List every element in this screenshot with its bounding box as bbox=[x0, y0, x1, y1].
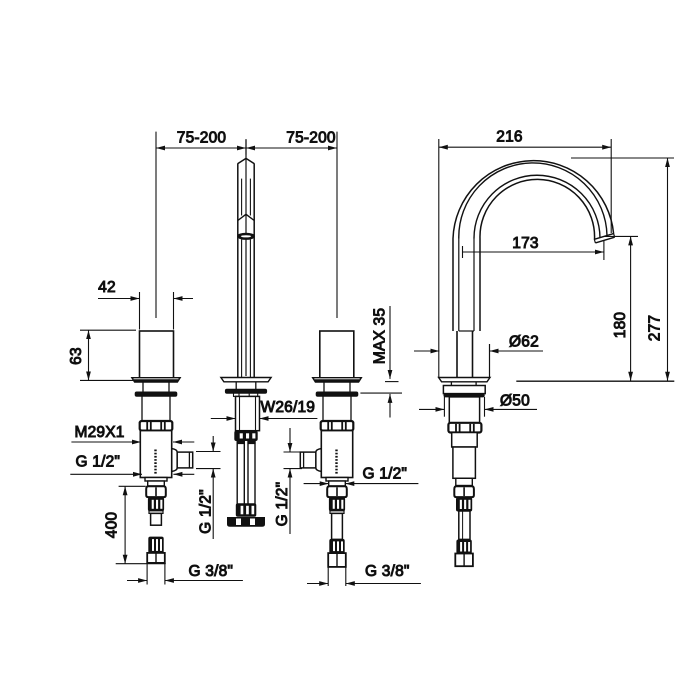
svg-text:W26/19: W26/19 bbox=[261, 399, 316, 416]
svg-text:G 3/8": G 3/8" bbox=[189, 563, 234, 580]
svg-text:277: 277 bbox=[647, 315, 664, 341]
svg-text:173: 173 bbox=[512, 235, 538, 252]
svg-text:42: 42 bbox=[98, 279, 116, 296]
svg-text:Ø50: Ø50 bbox=[500, 393, 530, 410]
svg-text:MAX 35: MAX 35 bbox=[372, 308, 389, 364]
svg-text:75-200: 75-200 bbox=[286, 130, 336, 147]
svg-text:G 1/2": G 1/2" bbox=[76, 454, 121, 471]
svg-text:180: 180 bbox=[612, 312, 629, 339]
svg-text:M29X1: M29X1 bbox=[75, 424, 125, 441]
svg-text:400: 400 bbox=[104, 512, 121, 539]
svg-text:G 3/8": G 3/8" bbox=[365, 563, 410, 580]
svg-text:Ø62: Ø62 bbox=[509, 334, 539, 351]
svg-text:75-200: 75-200 bbox=[177, 130, 227, 147]
svg-text:216: 216 bbox=[496, 129, 522, 146]
svg-text:G 1/2": G 1/2" bbox=[274, 482, 291, 527]
svg-text:G 1/2": G 1/2" bbox=[198, 489, 215, 534]
svg-text:G 1/2": G 1/2" bbox=[363, 466, 408, 483]
svg-text:63: 63 bbox=[68, 347, 85, 365]
